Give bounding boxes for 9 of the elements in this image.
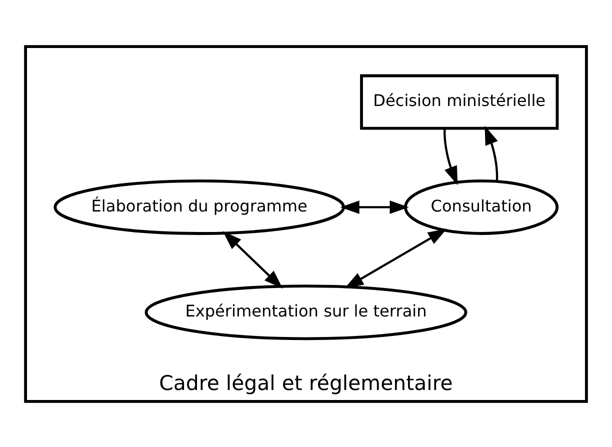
arrow xyxy=(344,228,447,288)
node-ellipse: Consultation xyxy=(404,178,559,234)
arrow xyxy=(340,200,409,214)
node-ellipse: Expérimentation sur le terrain xyxy=(144,284,468,340)
arrow xyxy=(444,128,458,185)
node-box: Décision ministérielle xyxy=(360,74,559,130)
node-ellipse: Élaboration du programme xyxy=(54,178,346,234)
arrow xyxy=(484,125,498,181)
arrow xyxy=(222,230,283,288)
